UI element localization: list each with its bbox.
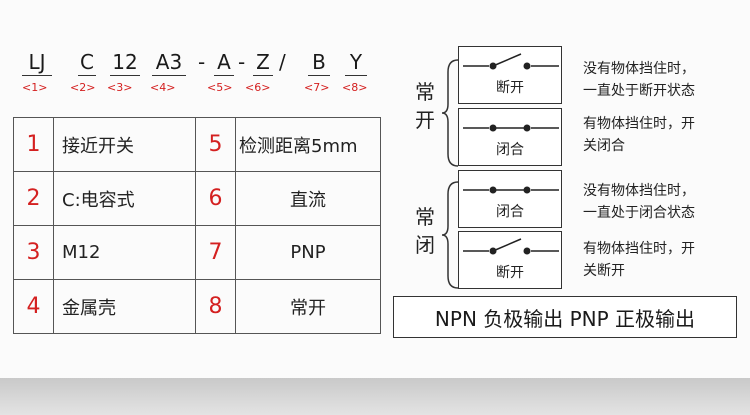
spec-number: 5 (195, 117, 236, 172)
description-line: 没有物体挡住时， (583, 183, 695, 199)
switch-description: 没有物体挡住时， 一直处于断开状态 (583, 58, 743, 102)
code-index-2: <2> (70, 81, 96, 94)
code-dash-1: - (198, 50, 206, 74)
spec-value: 金属壳 (53, 279, 196, 334)
table-row: 1 接近开关 5 检测距离5mm (13, 117, 381, 172)
closed-contact-icon (463, 124, 559, 132)
closed-contact-icon (463, 186, 559, 194)
switch-caption: 断开 (496, 265, 524, 281)
brace-icon (441, 59, 459, 167)
description-line: 一直处于闭合状态 (583, 205, 695, 221)
spec-table: 1 接近开关 5 检测距离5mm 2 C:电容式 6 直流 3 M12 7 PN… (13, 117, 381, 334)
spec-value: 常开 (235, 279, 381, 334)
code-part-lj: LJ (22, 50, 52, 76)
code-part-z: Z (253, 50, 273, 76)
group-label-line: 闭 (415, 233, 435, 257)
code-index-4: <4> (150, 81, 176, 94)
code-index-8: <8> (342, 81, 368, 94)
spec-value: 检测距离5mm (235, 117, 381, 172)
switch-box-closed: 闭合 (458, 108, 562, 166)
output-note: NPN 负极输出 PNP 正极输出 (393, 296, 737, 338)
spec-number: 7 (195, 225, 236, 280)
spec-number: 6 (195, 171, 236, 226)
description-line: 一直处于断开状态 (583, 83, 695, 99)
group-label-normally-open: 常 开 (412, 78, 438, 134)
switch-description: 有物体挡住时，开 关闭合 (583, 113, 743, 157)
table-row: 4 金属壳 8 常开 (13, 279, 381, 334)
description-line: 没有物体挡住时， (583, 61, 695, 77)
code-part-a3: A3 (152, 50, 186, 76)
description-line: 关断开 (583, 263, 625, 279)
description-line: 关闭合 (583, 138, 625, 154)
code-index-3: <3> (107, 81, 133, 94)
spec-value: M12 (53, 225, 196, 280)
code-part-y: Y (345, 50, 367, 76)
table-row: 3 M12 7 PNP (13, 225, 381, 280)
spec-number: 4 (13, 279, 54, 334)
switch-description: 有物体挡住时，开 关断开 (583, 238, 743, 282)
spec-panel: LJ C 12 A3 - A - Z / B Y <1> <2> <3> <4>… (0, 0, 750, 378)
switch-caption: 闭合 (496, 142, 524, 158)
code-dash-2: - (238, 50, 246, 74)
switch-box-open: 断开 (458, 46, 562, 104)
group-label-line: 常 (415, 205, 435, 229)
description-line: 有物体挡住时，开 (583, 241, 695, 257)
switch-box-closed: 闭合 (458, 170, 562, 228)
code-index-7: <7> (304, 81, 330, 94)
spec-value: 直流 (235, 171, 381, 226)
code-index-1: <1> (22, 81, 48, 94)
code-part-c: C (78, 50, 96, 76)
open-contact-icon (463, 53, 559, 70)
brace-icon (441, 181, 459, 289)
switch-description: 没有物体挡住时， 一直处于闭合状态 (583, 180, 743, 224)
spec-number: 3 (13, 225, 54, 280)
spec-number: 1 (13, 117, 54, 172)
code-index-5: <5> (207, 81, 233, 94)
switch-caption: 断开 (496, 80, 524, 96)
code-part-b: B (308, 50, 330, 76)
spec-number: 2 (13, 171, 54, 226)
group-label-line: 常 (415, 80, 435, 104)
table-row: 2 C:电容式 6 直流 (13, 171, 381, 226)
code-index-6: <6> (245, 81, 271, 94)
switch-caption: 闭合 (496, 204, 524, 220)
code-slash: / (279, 50, 286, 74)
code-part-a: A (214, 50, 234, 76)
spec-value: PNP (235, 225, 381, 280)
switch-box-open: 断开 (458, 231, 562, 289)
spec-value: C:电容式 (53, 171, 196, 226)
code-part-12: 12 (110, 50, 140, 76)
description-line: 有物体挡住时，开 (583, 116, 695, 132)
spec-number: 8 (195, 279, 236, 334)
open-contact-icon (463, 238, 559, 255)
bottom-shadow (0, 378, 750, 415)
spec-value: 接近开关 (53, 117, 196, 172)
group-label-normally-closed: 常 闭 (412, 203, 438, 259)
group-label-line: 开 (415, 108, 435, 132)
